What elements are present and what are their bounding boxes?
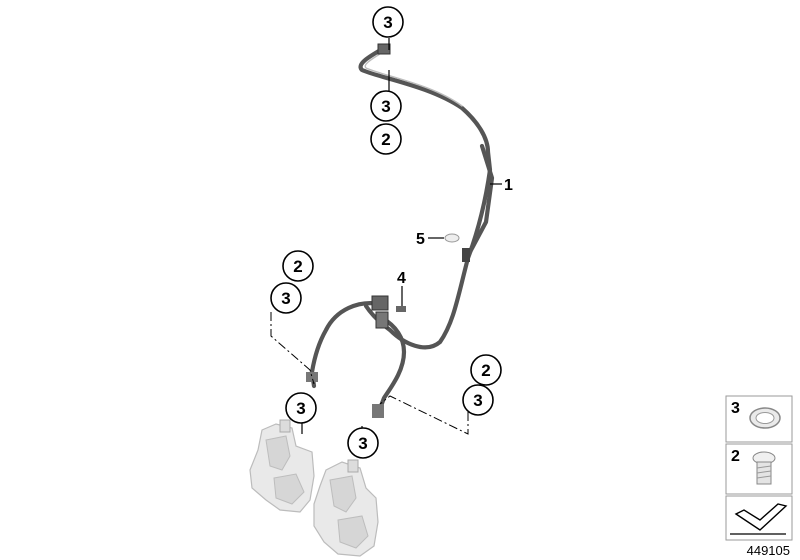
svg-text:3: 3 bbox=[383, 13, 392, 32]
callout-top-3: 3 bbox=[372, 6, 404, 38]
brake-hose-right-branch bbox=[372, 315, 407, 418]
label-bolt-4: 4 bbox=[397, 270, 406, 287]
legend-item-3: 3 bbox=[725, 395, 793, 443]
diagram-code: 449105 bbox=[747, 543, 790, 558]
svg-text:2: 2 bbox=[381, 130, 390, 149]
label-clip-5: 5 bbox=[416, 231, 425, 248]
svg-text:3: 3 bbox=[473, 391, 482, 410]
callout-left-3: 3 bbox=[270, 282, 302, 314]
label-hose-1: 1 bbox=[504, 177, 513, 194]
svg-text:2: 2 bbox=[481, 361, 490, 380]
callout-right-3: 3 bbox=[462, 384, 494, 416]
svg-text:3: 3 bbox=[358, 434, 367, 453]
legend-item-2: 2 bbox=[725, 443, 793, 495]
svg-text:2: 2 bbox=[293, 257, 302, 276]
callout-upper-3: 3 bbox=[370, 90, 402, 122]
callout-caliper-left-3: 3 bbox=[285, 392, 317, 424]
callout-right-2: 2 bbox=[470, 354, 502, 386]
legend-item-arrow bbox=[725, 495, 793, 541]
hose-clip bbox=[462, 248, 470, 262]
bolt-part bbox=[396, 306, 406, 312]
brake-hose-left-branch bbox=[306, 301, 383, 389]
seal-ring-icon bbox=[749, 407, 781, 429]
arrow-icon bbox=[730, 503, 788, 535]
callout-left-2: 2 bbox=[282, 250, 314, 282]
svg-text:3: 3 bbox=[381, 97, 390, 116]
clip-part bbox=[444, 233, 460, 243]
svg-text:2: 2 bbox=[731, 448, 740, 465]
svg-text:3: 3 bbox=[296, 399, 305, 418]
callout-caliper-right-3: 3 bbox=[347, 427, 379, 459]
callout-upper-2: 2 bbox=[370, 123, 402, 155]
svg-text:3: 3 bbox=[281, 289, 290, 308]
svg-text:3: 3 bbox=[731, 400, 740, 417]
dashdot-left bbox=[270, 312, 315, 385]
dashdot-right bbox=[379, 395, 469, 435]
left-brake-caliper bbox=[249, 419, 315, 513]
right-brake-caliper bbox=[313, 459, 379, 557]
top-fitting bbox=[377, 43, 391, 55]
banjo-bolt-icon bbox=[752, 451, 776, 485]
hose-distributor bbox=[371, 295, 389, 329]
